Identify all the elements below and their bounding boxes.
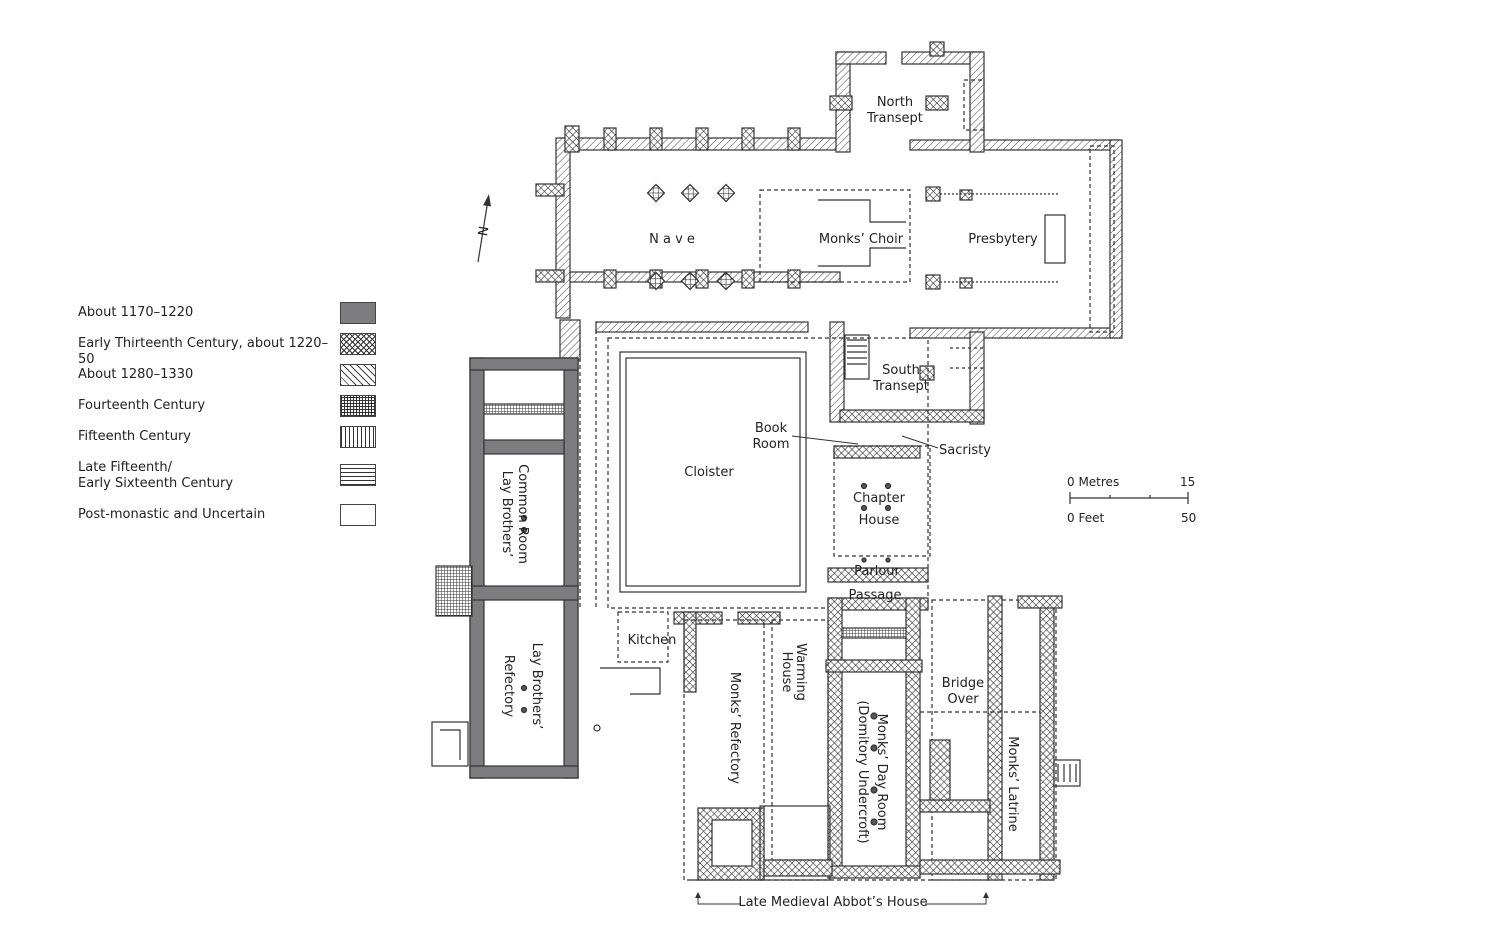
legend-item-fifteenth-century: Fifteenth Century	[78, 424, 388, 455]
chapter-house-label: Chapter	[853, 491, 906, 506]
legend-swatch	[340, 464, 376, 486]
chapter-house-label-2: House	[859, 513, 900, 528]
legend-label: Fifteenth Century	[78, 429, 191, 444]
legend-label: Fourteenth Century	[78, 398, 206, 413]
scale-metres-max: 15	[1180, 475, 1195, 489]
lay-refectory-label: Lay Brothers’	[529, 643, 544, 730]
legend: About 1170–1220 Early Thirteenth Century…	[78, 300, 388, 533]
south-range	[600, 611, 990, 881]
sacristy-leader	[901, 435, 939, 449]
south-transept-label: South	[882, 363, 920, 378]
legend-label: Late Fifteenth/Early Sixteenth Century	[78, 460, 333, 492]
abbots-house-label: Late Medieval Abbot’s House	[738, 895, 927, 910]
legend-item-fourteenth-century: Fourteenth Century	[78, 393, 388, 424]
scale-feet-label: 0 Feet	[1067, 511, 1104, 525]
scale-feet-max: 50	[1181, 511, 1196, 525]
lay-refectory-label-2: Refectory	[501, 655, 516, 718]
warming-house-label: Warming	[793, 643, 808, 701]
legend-swatch	[340, 504, 376, 526]
kitchen-label: Kitchen	[628, 633, 677, 648]
west-range	[431, 357, 601, 779]
legend-label: About 1170–1220	[78, 305, 194, 320]
scale-metres-label: 0 Metres	[1067, 475, 1119, 489]
day-room-label-2: (Domitory Undercroft)	[855, 700, 870, 843]
legend-item-about-1170-1220: About 1170–1220	[78, 300, 388, 331]
legend-item-post-monastic-uncertain: Post-monastic and Uncertain	[78, 502, 388, 533]
book-room-label-2: Room	[752, 437, 789, 452]
legend-item-early-thirteenth-century: Early Thirteenth Century, about 1220–50	[78, 331, 388, 367]
scale-bar: 0 Metres 15 0 Feet 50	[1067, 475, 1196, 525]
bridge-over-label: Bridge	[942, 676, 984, 691]
legend-item-late-fifteenth-early-sixteenth: Late Fifteenth/Early Sixteenth Century	[78, 455, 388, 502]
monks-choir-label: Monks’ Choir	[819, 232, 904, 247]
day-room-label: Monks’ Day Room	[874, 714, 889, 831]
lay-common-room-label-2: Common Room	[515, 464, 530, 564]
east-range	[825, 445, 931, 879]
legend-swatch	[340, 364, 376, 386]
legend-swatch	[340, 395, 376, 417]
book-room-label: Book	[755, 421, 788, 436]
legend-label: About 1280–1330	[78, 367, 194, 382]
legend-swatch	[340, 426, 376, 448]
book-room-leader	[791, 435, 859, 445]
north-label: N	[476, 225, 492, 237]
south-transept-label-2: Transept	[872, 379, 929, 394]
nave-label: N a v e	[649, 232, 695, 247]
north-transept-label-2: Transept	[866, 111, 923, 126]
latrine-block	[919, 595, 1081, 881]
monks-refectory-label: Monks’ Refectory	[727, 672, 742, 785]
north-transept-label: North	[877, 95, 913, 110]
legend-item-about-1280-1330: About 1280–1330	[78, 362, 388, 393]
cloister	[559, 319, 929, 610]
legend-label: Post-monastic and Uncertain	[78, 507, 266, 522]
lay-common-room-label: Lay Brothers’	[499, 471, 514, 558]
legend-swatch	[340, 302, 376, 324]
legend-swatch	[340, 333, 376, 355]
abbots-house-bracket	[697, 896, 987, 905]
passage-label: Passage	[849, 588, 902, 603]
presbytery-label: Presbytery	[968, 232, 1038, 247]
warming-house-label-2: House	[779, 652, 794, 693]
parlour-label: Parlour	[854, 564, 900, 579]
cloister-label: Cloister	[684, 465, 734, 480]
bridge-over-label-2: Over	[947, 692, 979, 707]
latrine-label: Monks’ Latrine	[1005, 736, 1020, 831]
sacristy-label: Sacristy	[939, 443, 991, 458]
north-arrow: N	[476, 194, 493, 263]
legend-label-line2: Early Sixteenth Century	[78, 476, 234, 491]
church	[535, 41, 1123, 425]
legend-label: Early Thirteenth Century, about 1220–50	[78, 336, 329, 367]
legend-label-line1: Late Fifteenth/	[78, 460, 172, 475]
